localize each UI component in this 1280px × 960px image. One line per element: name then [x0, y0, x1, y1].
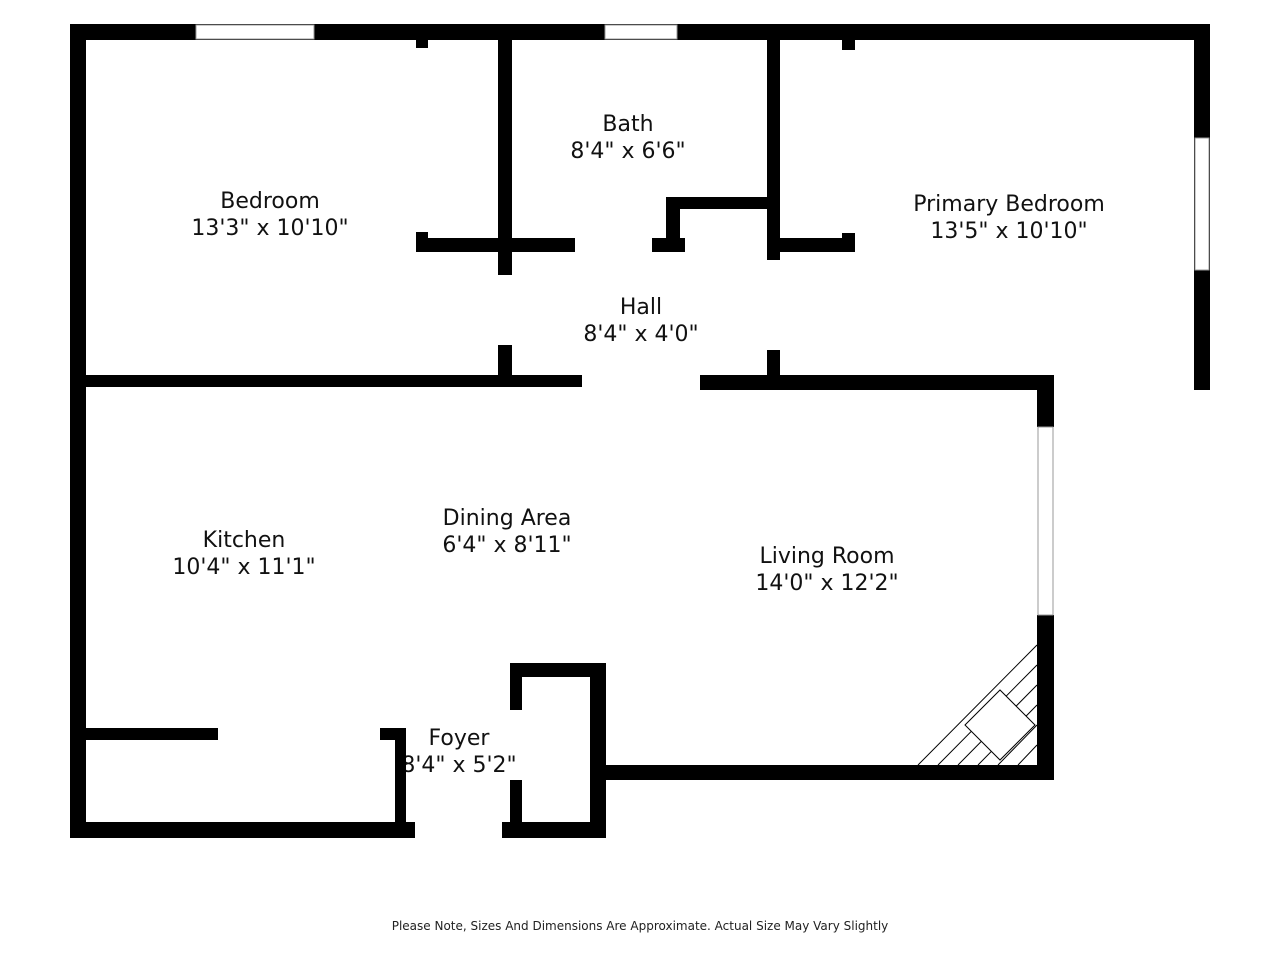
room-bedroom: Bedroom 13'3" x 10'10"	[191, 188, 348, 242]
room-bath: Bath 8'4" x 6'6"	[570, 111, 685, 165]
room-dims: 14'0" x 12'2"	[755, 571, 899, 596]
room-name: Living Room	[759, 544, 895, 569]
room-name: Foyer	[428, 726, 490, 751]
room-dims: 8'4" x 4'0"	[583, 322, 699, 347]
room-dining-area: Dining Area 6'4" x 8'11"	[442, 505, 571, 559]
room-kitchen: Kitchen 10'4" x 11'1"	[172, 527, 315, 581]
room-dims: 6'4" x 8'11"	[442, 533, 572, 558]
room-dims: 8'4" x 6'6"	[570, 139, 686, 164]
room-name: Hall	[619, 295, 663, 320]
windows	[195, 24, 1210, 616]
stairs-icon	[917, 644, 1038, 766]
room-name: Kitchen	[202, 528, 286, 553]
room-dims: 10'4" x 11'1"	[172, 555, 316, 580]
room-dims: 13'5" x 10'10"	[930, 219, 1088, 244]
room-living-room: Living Room 14'0" x 12'2"	[755, 543, 898, 597]
room-hall: Hall 8'4" x 4'0"	[583, 294, 698, 348]
room-name: Bath	[602, 112, 654, 137]
room-name: Dining Area	[442, 506, 572, 531]
room-primary-bedroom: Primary Bedroom 13'5" x 10'10"	[913, 191, 1105, 245]
walls	[70, 24, 1210, 838]
room-name: Primary Bedroom	[913, 192, 1105, 217]
room-dims: 8'4" x 5'2"	[401, 753, 517, 778]
room-dims: 13'3" x 10'10"	[191, 216, 349, 241]
room-name: Bedroom	[220, 189, 320, 214]
room-foyer: Foyer 8'4" x 5'2"	[401, 725, 516, 779]
disclaimer-note: Please Note, Sizes And Dimensions Are Ap…	[391, 919, 889, 933]
